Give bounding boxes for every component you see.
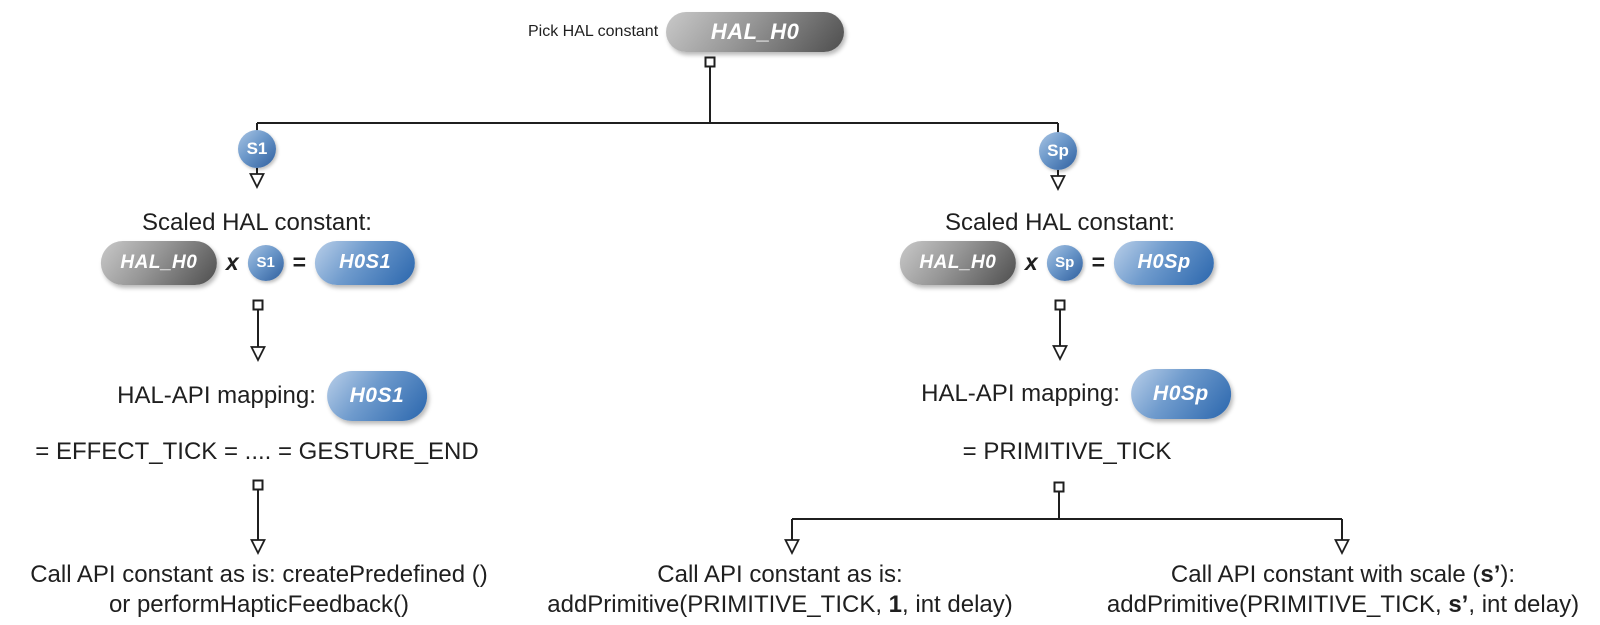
arrow-left-mapping-to-call bbox=[250, 479, 266, 556]
scaled-hal-heading-right: Scaled HAL constant: bbox=[945, 209, 1175, 236]
scale-circle-sp: Sp bbox=[1046, 244, 1083, 281]
times-operator: x bbox=[1024, 249, 1038, 275]
h0sp-pill: H0Sp bbox=[1130, 369, 1231, 419]
mapping-equation-left: = EFFECT_TICK = .... = GESTURE_END bbox=[35, 438, 479, 465]
hal-h0-pill: HAL_H0 bbox=[100, 240, 217, 285]
call-api-line2: or performHapticFeedback() bbox=[108, 591, 410, 618]
scale-circle-s1: S1 bbox=[247, 244, 284, 281]
mapping-equation-right: = PRIMITIVE_TICK bbox=[962, 438, 1172, 465]
hal-api-mapping-right: HAL-API mapping: H0Sp bbox=[921, 369, 1231, 419]
scaled-equation-left: HAL_H0 x S1 = H0S1 bbox=[100, 240, 416, 285]
hal-api-mapping-left: HAL-API mapping: H0S1 bbox=[117, 371, 427, 421]
tree-connector bbox=[256, 56, 1059, 140]
scale-value-s-prime: s’ bbox=[1448, 591, 1469, 618]
call-api-line1: Call API constant as is: bbox=[657, 561, 903, 588]
equals-operator: = bbox=[292, 249, 307, 275]
arrow-right-eq-to-mapping bbox=[1052, 299, 1068, 362]
call-api-as-is-text: Call API constant as is: addPrimitive(PR… bbox=[547, 560, 1012, 620]
scaled-equation-right: HAL_H0 x Sp = H0Sp bbox=[899, 240, 1215, 285]
h0s1-pill: H0S1 bbox=[315, 240, 416, 285]
pick-hal-constant-label: Pick HAL constant bbox=[528, 23, 659, 40]
h0sp-pill: H0Sp bbox=[1114, 240, 1215, 285]
h0s1-pill: H0S1 bbox=[326, 371, 427, 421]
split-right-mapping-to-calls bbox=[784, 481, 1350, 556]
equals-operator: = bbox=[1091, 249, 1106, 275]
call-api-with-scale-text: Call API constant with scale (s’): addPr… bbox=[1107, 560, 1579, 620]
scale-value-s-prime: s’ bbox=[1480, 561, 1501, 588]
scale-badge-s1: S1 bbox=[238, 130, 276, 168]
hal-api-mapping-label: HAL-API mapping: bbox=[921, 380, 1120, 407]
hal-api-mapping-label: HAL-API mapping: bbox=[117, 382, 316, 409]
arrow-right-branch bbox=[1050, 170, 1066, 192]
scale-value-one: 1 bbox=[888, 591, 903, 618]
hal-h0-pill: HAL_H0 bbox=[666, 12, 845, 52]
hal-h0-pill: HAL_H0 bbox=[899, 240, 1016, 285]
scale-badge-sp: Sp bbox=[1039, 132, 1077, 170]
call-api-text-left: Call API constant as is: createPredefine… bbox=[30, 560, 488, 620]
root-node: Pick HAL constant HAL_H0 bbox=[528, 12, 845, 52]
arrow-left-eq-to-mapping bbox=[250, 299, 266, 363]
times-operator: x bbox=[225, 249, 239, 275]
call-api-line2: addPrimitive(PRIMITIVE_TICK, s’, int del… bbox=[1106, 591, 1580, 618]
call-api-line2: addPrimitive(PRIMITIVE_TICK, 1, int dela… bbox=[547, 591, 1013, 618]
scaled-hal-heading-left: Scaled HAL constant: bbox=[142, 209, 372, 236]
call-api-line1: Call API constant as is: createPredefine… bbox=[30, 561, 488, 588]
arrow-left-branch bbox=[249, 168, 265, 190]
call-api-line1: Call API constant with scale (s’): bbox=[1170, 561, 1516, 588]
